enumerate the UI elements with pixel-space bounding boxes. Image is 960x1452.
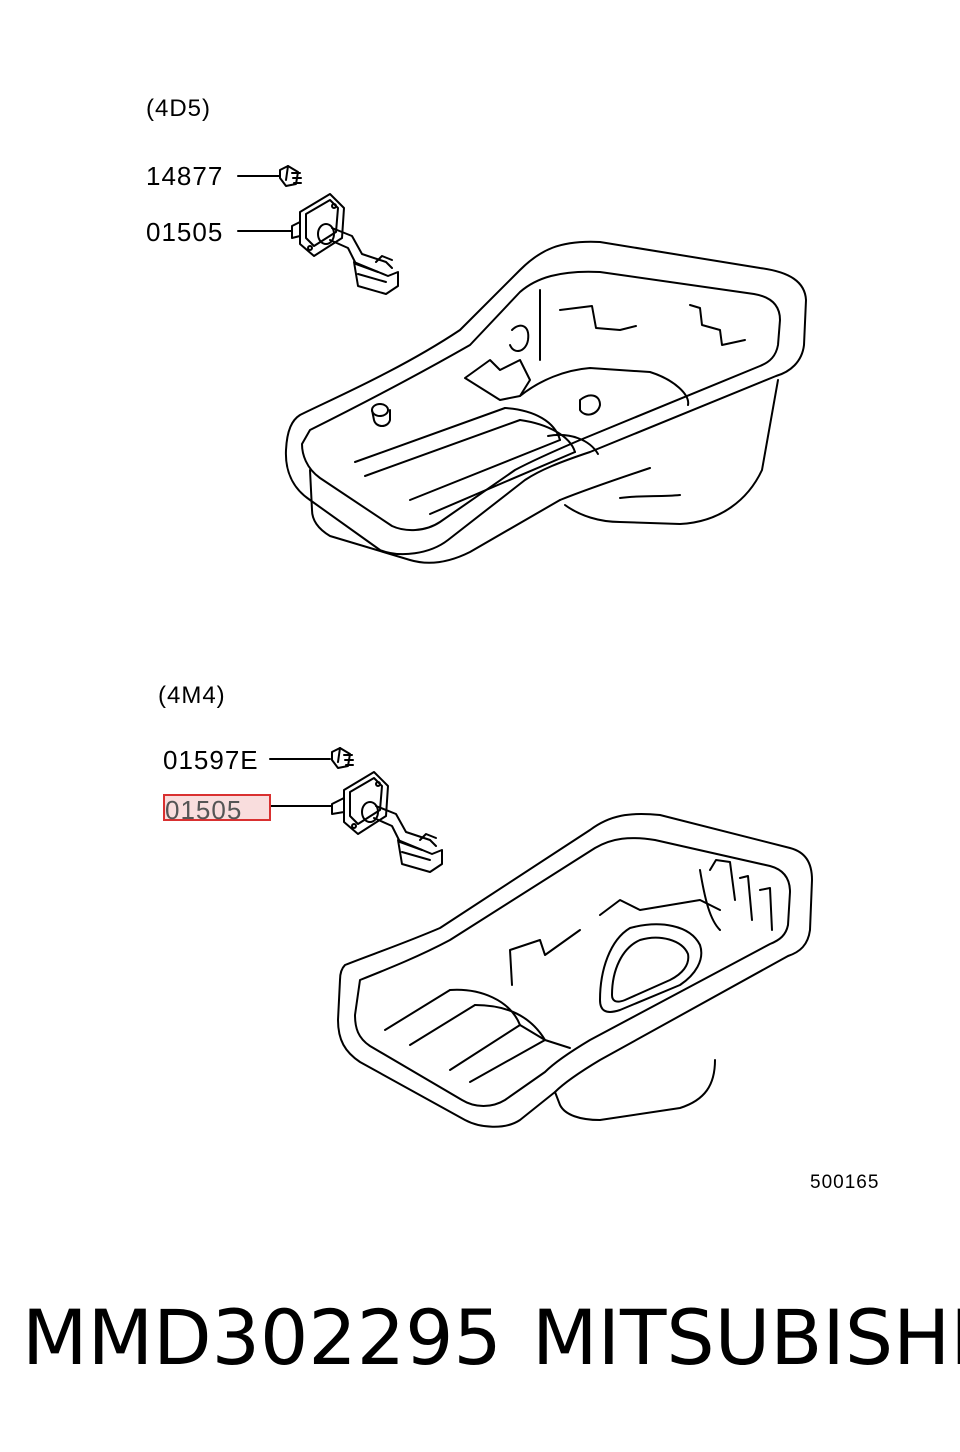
oil-level-sensor-icon-bottom: [331, 771, 443, 873]
brand-caption: MITSUBISHI: [532, 1293, 960, 1382]
callout-label-01505-highlighted[interactable]: 01505: [163, 794, 271, 823]
oil-pan-bottom: [337, 812, 813, 1128]
callout-label-01597E[interactable]: 01597E: [163, 745, 259, 775]
part-number-caption: MMD302295: [22, 1293, 502, 1382]
diagram-number: 500165: [810, 1172, 880, 1193]
engine-label-4d5: (4D5): [146, 95, 212, 122]
callout-label-01505-top[interactable]: 01505: [146, 217, 224, 247]
callout-label-14877[interactable]: 14877: [146, 161, 224, 191]
engine-label-4m4: (4M4): [158, 682, 226, 709]
bolt-icon-top: [279, 165, 302, 187]
bolt-icon-bottom: [331, 747, 354, 769]
oil-pan-top: [284, 240, 807, 564]
oil-level-sensor-icon-top: [291, 193, 399, 295]
